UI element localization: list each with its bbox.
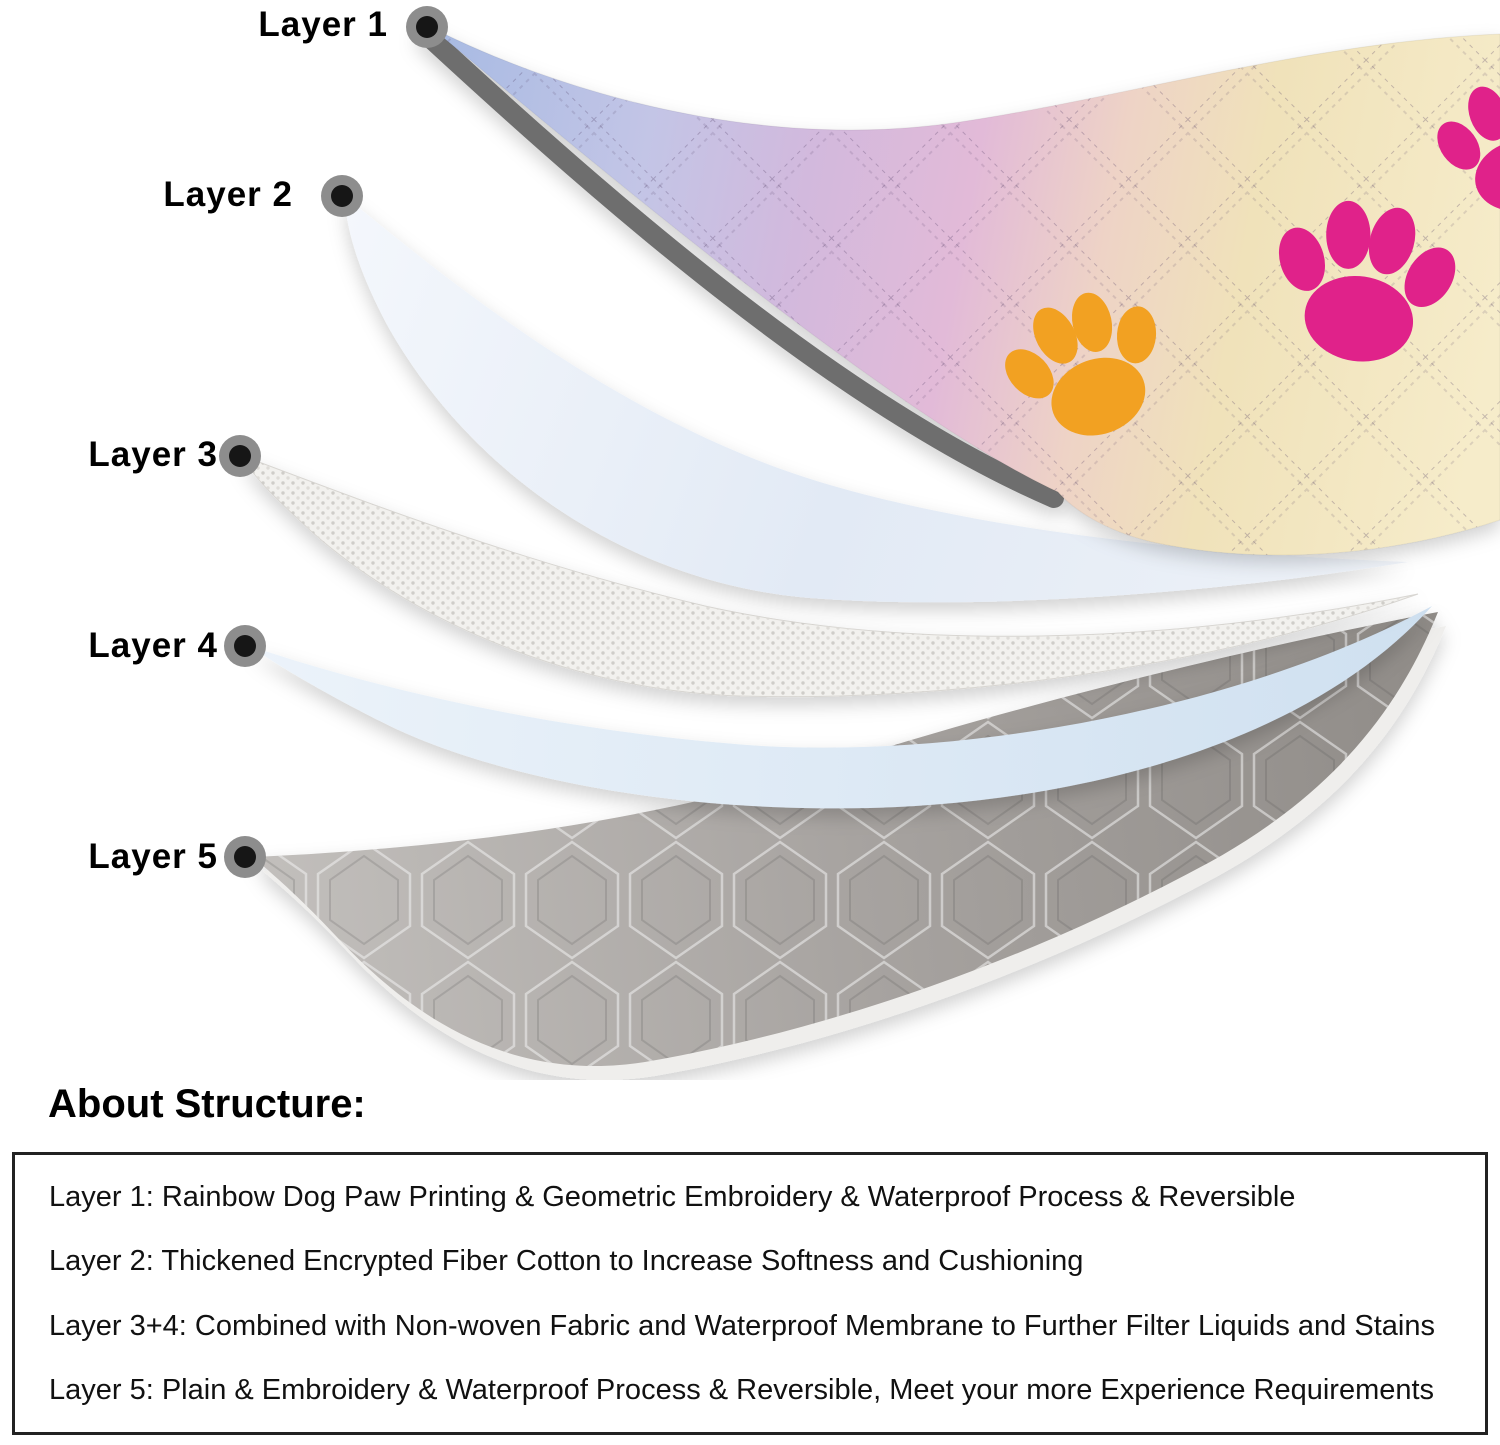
layer-3-label: Layer 3	[88, 435, 218, 474]
note-layer-3-4: Layer 3+4: Combined with Non-woven Fabri…	[49, 1309, 1435, 1342]
about-structure-heading: About Structure:	[48, 1082, 366, 1126]
layer-4-label: Layer 4	[88, 626, 218, 665]
layer-2-cotton	[345, 196, 1408, 603]
layer-5-label: Layer 5	[88, 837, 218, 876]
layer-5-callout-dot	[224, 836, 266, 878]
note-layer-2: Layer 2: Thickened Encrypted Fiber Cotto…	[49, 1245, 1084, 1278]
structure-notes-box: Layer 1: Rainbow Dog Paw Printing & Geom…	[12, 1152, 1488, 1435]
layer-4-membrane	[250, 606, 1432, 809]
layer-3-callout-dot	[219, 435, 261, 477]
note-layer-1: Layer 1: Rainbow Dog Paw Printing & Geom…	[49, 1181, 1296, 1214]
layer-1-label: Layer 1	[258, 5, 388, 44]
layers-illustration	[219, 6, 1500, 1080]
layer-1-callout-dot	[406, 6, 448, 48]
layer-2-callout-dot	[321, 175, 363, 217]
note-layer-5: Layer 5: Plain & Embroidery & Waterproof…	[49, 1373, 1435, 1406]
layer-2-label: Layer 2	[163, 175, 293, 214]
layer-4-callout-dot	[224, 625, 266, 667]
layer-1-edge-band	[416, 24, 1064, 508]
